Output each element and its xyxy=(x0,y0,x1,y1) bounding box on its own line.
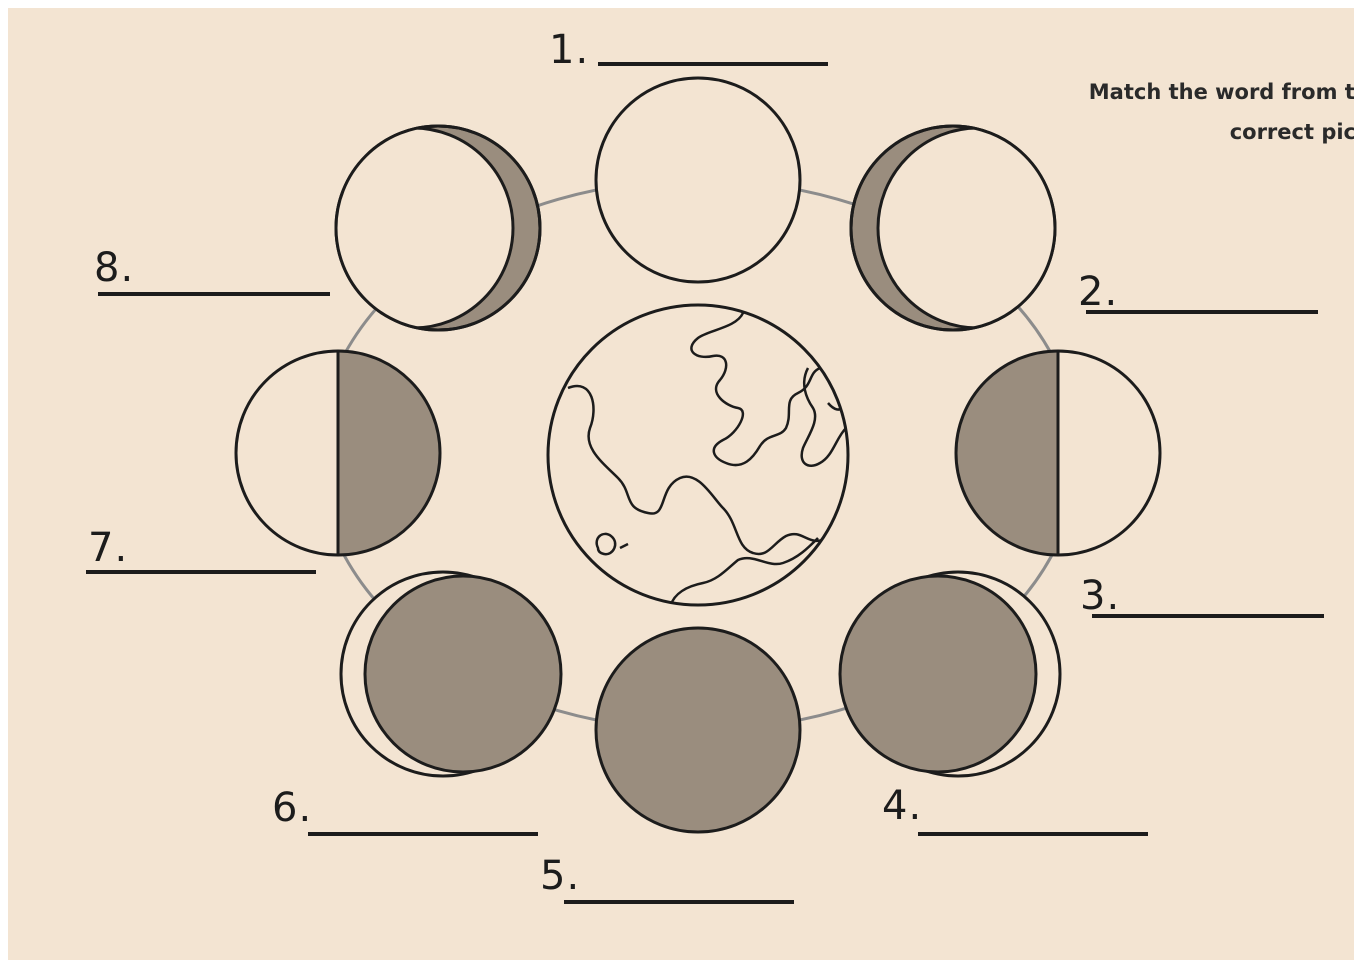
label-6: 6. xyxy=(272,788,312,828)
answer-line-6[interactable] xyxy=(308,832,538,836)
moon-phase-2 xyxy=(851,126,1078,330)
answer-line-5[interactable] xyxy=(564,900,794,904)
instructions-line-1: Match the word from the xyxy=(1044,72,1354,112)
moon-phase-5 xyxy=(596,628,800,832)
label-8: 8. xyxy=(94,248,134,288)
moon-phase-4 xyxy=(840,572,1060,776)
moon-phase-6 xyxy=(341,572,561,776)
label-2: 2. xyxy=(1078,272,1118,312)
instructions-text: Match the word from the correct pic xyxy=(1044,72,1354,152)
answer-line-7[interactable] xyxy=(86,570,316,574)
answer-line-1[interactable] xyxy=(598,62,828,66)
moon-phase-3 xyxy=(948,348,1160,558)
label-7: 7. xyxy=(88,528,128,568)
earth-icon xyxy=(548,305,853,608)
moon-phase-1 xyxy=(596,78,800,282)
worksheet: 1. 2. 3. 4. 5. 6. 7. 8. Match the word f… xyxy=(8,8,1354,960)
answer-line-3[interactable] xyxy=(1092,614,1324,618)
answer-line-2[interactable] xyxy=(1086,310,1318,314)
label-3: 3. xyxy=(1080,576,1120,616)
label-5: 5. xyxy=(540,856,580,896)
moon-phase-7 xyxy=(236,348,448,558)
label-1: 1. xyxy=(549,30,589,70)
moon-phase-8 xyxy=(313,126,540,330)
answer-line-4[interactable] xyxy=(918,832,1148,836)
instructions-line-2: correct pic xyxy=(1044,112,1354,152)
label-4: 4. xyxy=(882,786,922,826)
answer-line-8[interactable] xyxy=(98,292,330,296)
